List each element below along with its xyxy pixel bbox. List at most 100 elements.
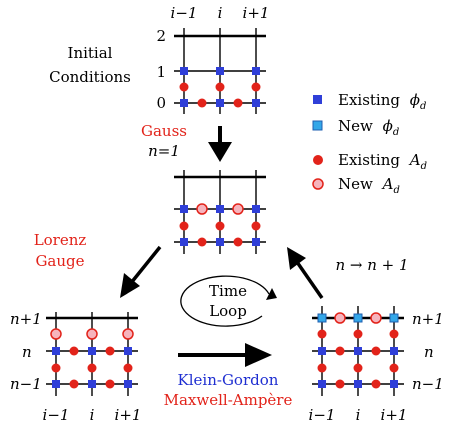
legend-existing-phi-sub: d bbox=[420, 101, 426, 112]
br-row-label-n: n bbox=[424, 343, 434, 361]
time-loop-line1: Time bbox=[209, 282, 247, 300]
new-A-marker bbox=[370, 312, 382, 324]
bl-col-label-3: i+1 bbox=[115, 406, 142, 424]
legend-new-phi-symbol: ϕ bbox=[383, 117, 393, 135]
new-A-marker bbox=[86, 328, 98, 340]
legend-new-phi-text: New bbox=[338, 117, 373, 135]
legend-new-phi-sub: d bbox=[393, 127, 399, 138]
bottom-right-grid: n+1 n n−1 i−1 i i+1 bbox=[309, 306, 444, 424]
existing-A-marker bbox=[251, 82, 261, 92]
top-row-label-2: 2 bbox=[156, 27, 166, 45]
br-row-label-n-plus-1: n+1 bbox=[412, 310, 444, 328]
existing-A-marker bbox=[105, 346, 115, 356]
existing-phi-marker bbox=[52, 380, 60, 388]
existing-A-marker bbox=[233, 98, 243, 108]
existing-A-marker bbox=[335, 346, 345, 356]
legend-existing-A-swatch bbox=[313, 155, 323, 165]
bl-col-label-2: i bbox=[90, 406, 95, 424]
arrow-update-head bbox=[287, 247, 306, 270]
time-loop-ring bbox=[180, 275, 270, 327]
new-phi-marker bbox=[317, 313, 327, 323]
existing-A-marker bbox=[197, 237, 207, 247]
existing-A-marker bbox=[389, 329, 399, 339]
new-A-marker bbox=[122, 328, 134, 340]
gauss-label: Gauss bbox=[141, 122, 187, 140]
existing-phi-marker bbox=[216, 205, 224, 213]
legend-existing-A-text: Existing bbox=[338, 151, 400, 169]
arrow-gauss-head bbox=[208, 142, 232, 162]
existing-phi-marker bbox=[390, 347, 398, 355]
legend-existing-phi-symbol: ϕ bbox=[410, 91, 420, 109]
existing-A-marker bbox=[335, 379, 345, 389]
n-update-label: n → n + 1 bbox=[335, 256, 408, 274]
bottom-left-grid: n+1 n n−1 i−1 i i+1 bbox=[10, 310, 141, 424]
legend-existing-phi-label: Existing ϕd bbox=[338, 91, 426, 112]
existing-A-marker bbox=[317, 363, 327, 373]
legend-new-A-label: New Ad bbox=[338, 175, 400, 196]
existing-phi-marker bbox=[252, 238, 260, 246]
time-loop: Time Loop bbox=[180, 275, 277, 327]
arrow-kg-head bbox=[245, 343, 272, 367]
maxwell-ampere-label: Maxwell-Ampère bbox=[164, 391, 293, 409]
top-row-label-0: 0 bbox=[156, 94, 166, 112]
new-A-marker bbox=[232, 203, 244, 215]
middle-grid bbox=[174, 170, 266, 254]
existing-A-marker bbox=[233, 237, 243, 247]
existing-A-marker bbox=[371, 379, 381, 389]
new-phi-marker bbox=[389, 313, 399, 323]
existing-phi-marker bbox=[390, 380, 398, 388]
top-col-label-2: i bbox=[218, 4, 223, 22]
existing-A-marker bbox=[87, 363, 97, 373]
initial-conditions-line2: Conditions bbox=[49, 68, 131, 86]
bl-col-label-1: i−1 bbox=[43, 406, 70, 424]
legend-existing-A-symbol: A bbox=[408, 151, 421, 169]
bl-row-label-n-minus-1: n−1 bbox=[10, 375, 42, 393]
existing-A-marker bbox=[389, 363, 399, 373]
existing-phi-marker bbox=[88, 347, 96, 355]
legend: Existing ϕd New ϕd Existing Ad New Ad bbox=[312, 91, 427, 196]
existing-A-marker bbox=[179, 82, 189, 92]
existing-phi-marker bbox=[252, 99, 260, 107]
legend-new-A-text: New bbox=[338, 175, 373, 193]
legend-new-A-sub: d bbox=[393, 185, 399, 196]
existing-phi-marker bbox=[180, 99, 188, 107]
klein-gordon-label: Klein-Gordon bbox=[178, 371, 279, 389]
gauss-n-label: n=1 bbox=[148, 142, 180, 160]
legend-existing-phi-text: Existing bbox=[338, 91, 400, 109]
legend-existing-A-label: Existing Ad bbox=[338, 151, 427, 172]
existing-phi-marker bbox=[354, 380, 362, 388]
arrow-update-shaft bbox=[295, 261, 324, 299]
existing-phi-marker bbox=[180, 238, 188, 246]
legend-existing-A-sub: d bbox=[421, 161, 427, 172]
legend-existing-phi-swatch bbox=[313, 95, 322, 104]
legend-new-phi-swatch bbox=[312, 120, 323, 131]
existing-phi-marker bbox=[318, 380, 326, 388]
existing-A-marker bbox=[317, 329, 327, 339]
legend-new-phi-label: New ϕd bbox=[338, 117, 399, 138]
existing-A-marker bbox=[353, 363, 363, 373]
existing-phi-marker bbox=[318, 347, 326, 355]
existing-A-marker bbox=[251, 221, 261, 231]
bl-row-label-n-plus-1: n+1 bbox=[10, 310, 42, 328]
existing-A-marker bbox=[215, 82, 225, 92]
lorenz-label-line1: Lorenz bbox=[34, 231, 87, 249]
legend-new-A-symbol: A bbox=[381, 175, 394, 193]
existing-A-marker bbox=[51, 363, 61, 373]
existing-phi-marker bbox=[216, 99, 224, 107]
top-col-label-3: i+1 bbox=[243, 4, 270, 22]
existing-phi-marker bbox=[52, 347, 60, 355]
existing-A-marker bbox=[69, 346, 79, 356]
existing-A-marker bbox=[123, 363, 133, 373]
br-row-label-n-minus-1: n−1 bbox=[412, 375, 444, 393]
new-A-marker bbox=[196, 203, 208, 215]
existing-phi-marker bbox=[124, 380, 132, 388]
existing-A-marker bbox=[197, 98, 207, 108]
br-col-label-1: i−1 bbox=[309, 406, 336, 424]
time-loop-arrowhead bbox=[266, 288, 277, 300]
existing-phi-marker bbox=[216, 67, 224, 75]
existing-A-marker bbox=[105, 379, 115, 389]
existing-phi-marker bbox=[180, 205, 188, 213]
new-A-marker bbox=[334, 312, 346, 324]
